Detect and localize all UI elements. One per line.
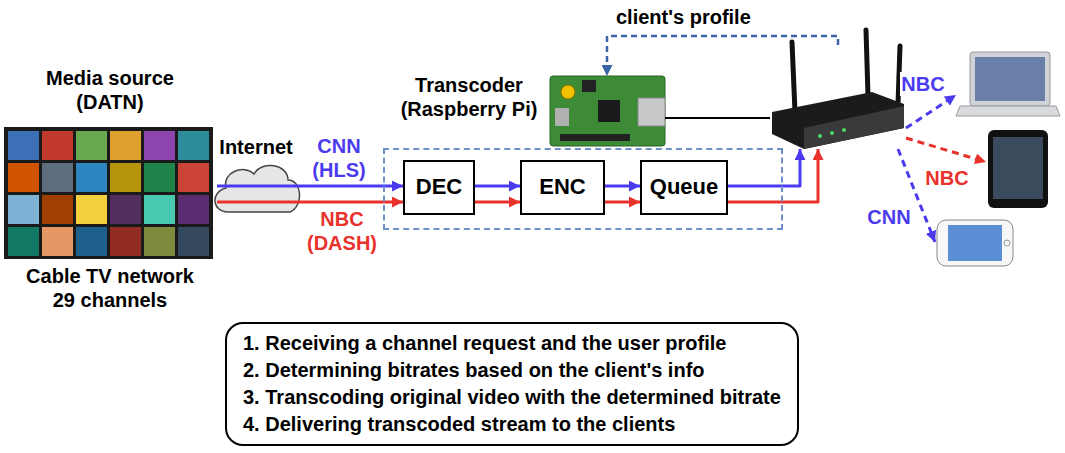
connector-label: NBC (DASH) <box>304 207 380 255</box>
tv-wall-picture <box>144 163 175 192</box>
tv-wall-picture <box>144 227 175 256</box>
connector-arrow <box>665 117 770 119</box>
router-picture <box>842 128 846 132</box>
tv-wall-picture <box>4 127 213 259</box>
tv-wall-picture <box>8 163 39 192</box>
tv-wall-picture <box>42 227 73 256</box>
tv-wall-picture <box>8 195 39 224</box>
connector-arrow <box>906 138 986 162</box>
connector-arrow <box>728 149 800 186</box>
phone-picture <box>948 225 1002 261</box>
tablet-icon <box>986 128 1050 210</box>
tablet-picture <box>988 130 1048 208</box>
laptop-picture <box>956 106 1060 116</box>
tv-wall-picture <box>76 227 107 256</box>
router-picture <box>792 42 795 112</box>
tv-wall-picture <box>110 131 141 160</box>
connector-label: CNN <box>866 205 912 229</box>
step-text: 4. Delivering transcoded stream to the c… <box>243 411 781 438</box>
media-source: Media source (DATN) Cable TV network 29 c… <box>3 66 217 312</box>
tv-wall-picture <box>178 227 209 256</box>
transcoder-title: Transcoder (Raspberry Pi) <box>393 73 545 121</box>
laptop-picture <box>956 52 1060 116</box>
raspberry-pi-picture <box>598 100 620 122</box>
step-text: 3. Transcoding original video with the d… <box>243 384 781 411</box>
tv-wall-picture <box>76 195 107 224</box>
router-picture <box>866 30 868 96</box>
tv-wall-picture <box>8 227 39 256</box>
phone-picture <box>937 220 1013 266</box>
tv-wall-picture <box>178 163 209 192</box>
router-picture <box>830 131 834 135</box>
process-box: DEC <box>403 160 475 215</box>
tv-wall-picture <box>76 163 107 192</box>
source-title: Media source (DATN) <box>40 66 180 114</box>
raspberry-pi-picture <box>582 80 596 92</box>
tv-wall-picture <box>144 131 175 160</box>
tablet-picture <box>993 137 1043 199</box>
raspberry-pi-picture <box>560 134 630 141</box>
connector-arrow <box>605 185 640 188</box>
transcoder-box: Transcoder (Raspberry Pi)DECENCQueue <box>383 148 783 230</box>
connector-arrow <box>607 36 838 76</box>
connector-arrow <box>906 95 956 128</box>
tv-wall-picture <box>4 127 213 259</box>
source-title: Cable TV network 29 channels <box>15 264 205 312</box>
raspberry-pi-picture <box>638 98 665 126</box>
router-picture <box>804 106 904 149</box>
tv-wall-picture <box>110 195 141 224</box>
tv-wall-picture <box>178 195 209 224</box>
process-label: ENC <box>539 174 585 200</box>
tv-wall-picture <box>42 131 73 160</box>
tablet-picture <box>988 130 1048 208</box>
connector-label: NBC <box>924 166 970 190</box>
phone-picture <box>1004 240 1010 246</box>
raspberry-pi-picture <box>555 108 569 126</box>
laptop-icon <box>956 52 1060 118</box>
raspberry-pi-picture <box>550 76 665 146</box>
internet-cloud: Internet <box>210 160 302 220</box>
laptop-picture <box>975 57 1045 101</box>
tv-wall-picture <box>144 195 175 224</box>
tv-wall-picture <box>178 131 209 160</box>
phone-picture <box>937 220 1013 266</box>
connector-arrow <box>728 149 818 202</box>
router-picture <box>818 134 822 138</box>
step-text: 1. Receiving a channel request and the u… <box>243 330 781 357</box>
router-picture <box>772 30 904 149</box>
raspberry-pi-picture <box>561 85 575 99</box>
cloud-shape <box>215 165 300 212</box>
connector-arrow <box>475 185 520 188</box>
process-label: Queue <box>650 174 718 200</box>
connector-label: client's profile <box>616 5 786 29</box>
router-icon <box>770 45 906 149</box>
tv-wall-picture <box>110 163 141 192</box>
tv-wall-picture <box>110 227 141 256</box>
process-box: ENC <box>520 160 605 215</box>
connector-label: NBC <box>900 72 946 96</box>
router-picture <box>772 92 904 149</box>
connector-arrow <box>217 201 403 204</box>
connector-label: CNN (HLS) <box>308 134 370 182</box>
laptop-picture <box>970 52 1050 106</box>
connector-arrow <box>605 201 640 204</box>
tv-wall-picture <box>76 131 107 160</box>
phone-icon <box>935 216 1015 270</box>
step-text: 2. Determining bitrates based on the cli… <box>243 357 781 384</box>
cloud-shape <box>215 165 300 212</box>
connector-arrow <box>217 185 403 188</box>
process-label: DEC <box>416 174 462 200</box>
cloud-label: Internet <box>210 135 302 159</box>
connector-arrow <box>475 201 520 204</box>
step-list: 1. Receiving a channel request and the u… <box>225 322 799 446</box>
tv-wall-picture <box>42 163 73 192</box>
tv-wall-picture <box>8 131 39 160</box>
process-box: Queue <box>640 160 728 215</box>
tv-wall-picture <box>42 195 73 224</box>
raspberry-pi-picture <box>550 76 665 146</box>
